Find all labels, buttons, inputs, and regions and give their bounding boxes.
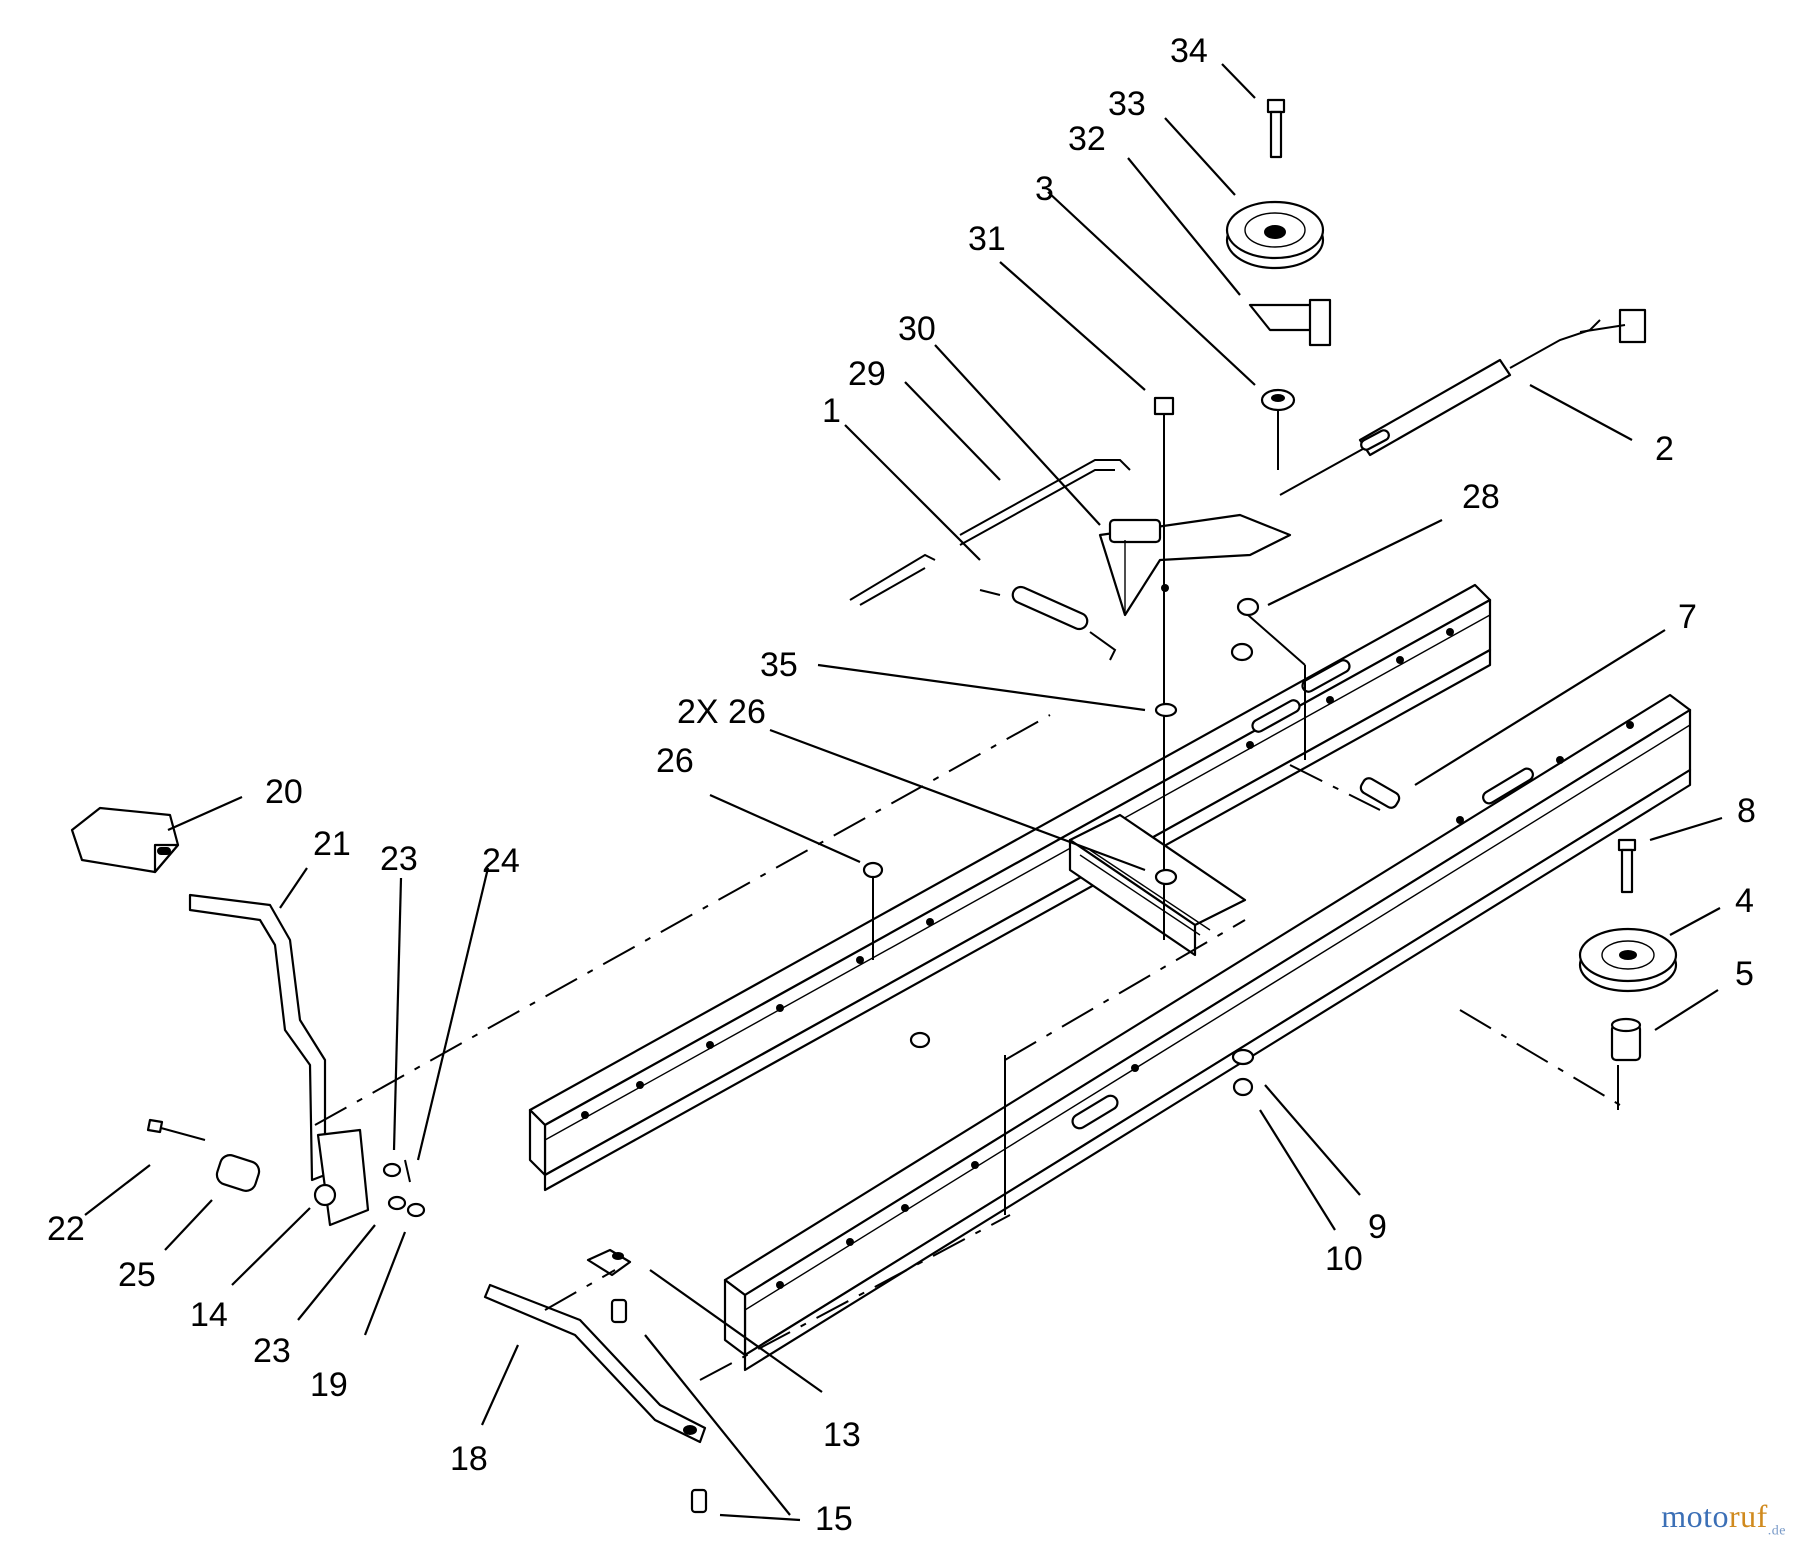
bolt-8 [1617,838,1637,894]
callout-3: 3 [1035,170,1054,208]
callout-26: 26 [656,742,694,780]
control-rod-29 [959,459,1131,546]
spacer-5 [1610,1017,1642,1062]
callout-7: 7 [1678,598,1697,636]
watermark-logo: motoruf.de [1661,1498,1786,1539]
callout-1: 1 [822,392,841,430]
bolt-22 [146,1118,206,1141]
spacer-3 [1260,388,1296,412]
bolt-31 [1153,396,1175,940]
idler-pulley-4 [1578,927,1678,993]
washer-35 [1154,702,1178,886]
callout-18: 14 [190,1296,228,1334]
watermark-part1: moto [1661,1497,1729,1534]
callout-21: 21 [313,825,351,863]
callout-25: 25 [118,1256,156,1294]
callout-32: 32 [1068,120,1106,158]
pedal-arm-21 [188,893,327,1182]
link-rod-15 [483,1283,707,1444]
callout-labels: 34 33 32 3 31 30 29 1 2 28 7 35 2X 26 26… [47,32,1756,1538]
callout-4: 4 [1735,882,1754,920]
callout-23-bottom: 23 [253,1332,291,1370]
pulley-bracket [1248,298,1332,347]
callout-24: 24 [482,842,520,880]
callout-34: 34 [1170,32,1208,70]
bolt-7 [1359,777,1401,809]
callout-31: 31 [968,220,1006,258]
washers-23-19-24 [382,1159,426,1218]
callout-35: 35 [760,646,798,684]
frame-rail-right [723,693,1692,1372]
callout-19: 19 [310,1366,348,1404]
callout-8: 8 [1737,792,1756,830]
callout-29: 29 [848,355,886,393]
nut-26 [862,861,931,1049]
idler-pulley-upper [1225,200,1325,270]
callout-22: 22 [47,1210,85,1248]
center-lines [314,410,1621,1381]
washer-nut-9-10 [1231,1048,1255,1097]
callout-28: 28 [1462,478,1500,516]
callout-9: 9 [1368,1208,1387,1246]
spring-2 [1279,308,1647,496]
callout-10: 10 [1325,1240,1363,1278]
bolts-14 [610,1298,708,1514]
leader-lines [84,63,1723,1522]
callout-15: 18 [450,1440,488,1478]
frame-rail-left [528,583,1492,1192]
bolt-34 [1266,98,1286,159]
callout-2: 2 [1655,430,1674,468]
callout-23-top: 23 [380,840,418,878]
callout-2x26: 2X 26 [677,693,766,731]
nut-28 [1230,597,1260,662]
callout-30: 30 [898,310,936,348]
callout-33: 33 [1108,85,1146,123]
pedal-pad-20 [70,806,180,874]
clip-13 [586,1248,632,1277]
spring-1 [849,553,1117,661]
callout-13: 13 [823,1416,861,1454]
callout-20: 20 [265,773,303,811]
watermark-suffix: .de [1767,1523,1786,1538]
watermark-part2: ruf [1728,1497,1768,1534]
bushing-25 [215,1154,261,1192]
idler-arm-30 [1098,513,1292,617]
pedal-bracket [313,1128,370,1227]
callout-14: 15 [815,1500,853,1538]
callout-5: 5 [1735,955,1754,993]
